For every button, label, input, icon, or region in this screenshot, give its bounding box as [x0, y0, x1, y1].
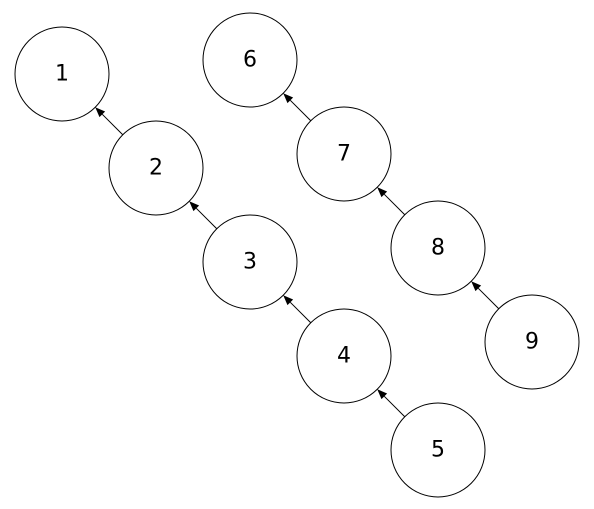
edge-line [383, 193, 406, 216]
arrowhead-icon [471, 281, 482, 292]
edge-2-to-1 [95, 107, 124, 136]
node-5: 5 [390, 402, 486, 498]
node-label: 7 [337, 142, 351, 167]
edge-line [289, 99, 312, 122]
edge-7-to-6 [283, 93, 312, 122]
nodes-layer: 1 2 3 4 5 6 7 8 9 [14, 12, 580, 498]
arrowhead-icon [377, 389, 388, 400]
node-6: 6 [202, 12, 298, 108]
node-label: 9 [525, 330, 539, 355]
edge-line [477, 287, 500, 310]
arrowhead-icon [283, 93, 294, 104]
node-circle [202, 214, 298, 310]
node-7: 7 [296, 106, 392, 202]
arrowhead-icon [283, 295, 294, 306]
node-circle [202, 12, 298, 108]
node-8: 8 [390, 200, 486, 296]
edge-line [101, 113, 124, 136]
node-4: 4 [296, 308, 392, 404]
edge-5-to-4 [377, 389, 406, 418]
edge-4-to-3 [283, 295, 312, 324]
node-circle [484, 294, 580, 390]
edge-line [383, 395, 406, 418]
node-label: 1 [55, 62, 69, 87]
edge-3-to-2 [189, 201, 218, 230]
node-circle [390, 200, 486, 296]
node-label: 3 [243, 250, 257, 275]
node-label: 6 [243, 48, 257, 73]
edge-line [195, 207, 218, 230]
edges-layer [95, 93, 500, 418]
edge-line [289, 301, 312, 324]
edge-8-to-7 [377, 187, 406, 216]
node-circle [390, 402, 486, 498]
edge-9-to-8 [471, 281, 500, 310]
node-label: 4 [337, 344, 351, 369]
arrowhead-icon [95, 107, 106, 118]
node-9: 9 [484, 294, 580, 390]
node-3: 3 [202, 214, 298, 310]
node-label: 8 [431, 236, 445, 261]
node-circle [14, 26, 110, 122]
node-circle [296, 308, 392, 404]
node-2: 2 [108, 120, 204, 216]
node-circle [108, 120, 204, 216]
arrowhead-icon [377, 187, 388, 198]
node-1: 1 [14, 26, 110, 122]
node-label: 2 [149, 156, 163, 181]
node-circle [296, 106, 392, 202]
node-label: 5 [431, 438, 445, 463]
arrowhead-icon [189, 201, 200, 212]
